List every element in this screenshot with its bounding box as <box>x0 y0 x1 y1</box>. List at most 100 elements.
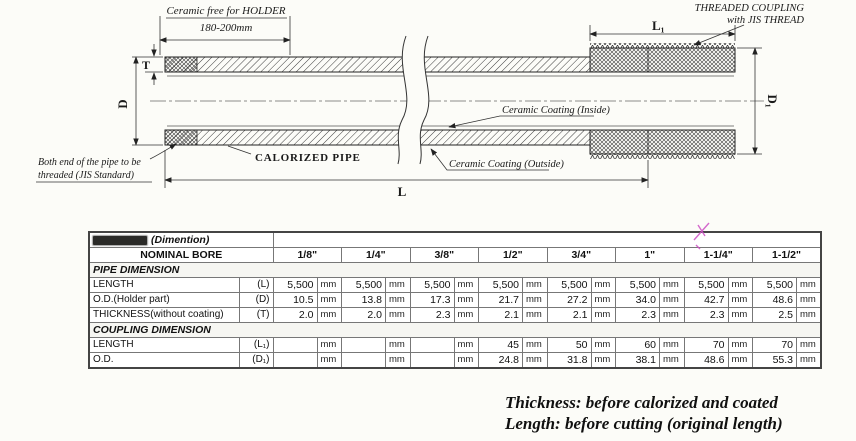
threaded-coupling-label-line2: with JIS THREAD <box>727 15 804 26</box>
cell-unit: mm <box>522 307 548 323</box>
left-thread-top <box>164 56 198 73</box>
cell-unit: mm <box>796 277 822 293</box>
size-header: 1" <box>615 247 685 263</box>
cell-value: 60 <box>615 337 661 353</box>
size-header: 3/8" <box>409 247 480 263</box>
cell-unit: mm <box>727 337 754 353</box>
table-row-od-holder: O.D.(Holder part) (D) 10.5 mm 13.8 mm 17… <box>88 292 822 308</box>
cell-unit: mm <box>796 292 822 308</box>
cell-value <box>409 352 455 369</box>
table-title-row: (Dimention) <box>88 231 822 248</box>
cell-value: 5,500 <box>272 277 318 293</box>
ceramic-free-dimension <box>159 16 291 55</box>
d1-dimension <box>737 47 762 155</box>
cell-value <box>409 337 455 353</box>
row-symbol: (D₁) <box>238 352 274 369</box>
table-title: (Dimention) <box>151 234 210 246</box>
dim-d1-label: D₁ <box>765 94 780 107</box>
cell-value: 70 <box>752 337 798 353</box>
cell-unit: mm <box>659 292 685 308</box>
both-ends-label-line1: Both end of the pipe to be <box>38 157 141 168</box>
pipe-wall-bottom <box>164 129 591 146</box>
cell-value: 48.6 <box>683 352 729 369</box>
row-label: LENGTH <box>88 337 240 353</box>
cell-value: 24.8 <box>478 352 524 369</box>
cell-value: 50 <box>546 337 592 353</box>
l-dimension <box>164 150 649 188</box>
ceramic-outside-leader <box>430 148 549 171</box>
cell-value: 2.1 <box>478 307 524 323</box>
dimension-table: (Dimention) NOMINAL BORE 1/8" 1/4" 3/8" … <box>88 231 823 369</box>
cell-unit: mm <box>385 307 411 323</box>
ceramic-free-label-line2: 180-200mm <box>200 22 253 34</box>
ceramic-inside-label: Ceramic Coating (Inside) <box>502 105 610 116</box>
cell-value <box>272 352 318 369</box>
illegible-text-smudge <box>93 235 147 245</box>
row-symbol: (D) <box>238 292 274 308</box>
cell-value: 5,500 <box>546 277 592 293</box>
row-label: O.D. <box>88 352 240 369</box>
cell-value <box>341 352 387 369</box>
cell-value <box>272 337 318 353</box>
dim-t-label: T <box>142 58 150 72</box>
cell-unit: mm <box>590 277 617 293</box>
cell-value: 5,500 <box>683 277 729 293</box>
both-ends-label-line2: threaded (JIS Standard) <box>38 170 135 181</box>
cell-unit: mm <box>659 352 685 369</box>
table-row-coupling-length: LENGTH (L₁) mm mm mm 45 mm 50 mm 60 mm 7… <box>88 337 822 353</box>
cell-value: 2.3 <box>683 307 729 323</box>
threaded-coupling-leader <box>693 24 745 46</box>
nominal-bore-row: NOMINAL BORE 1/8" 1/4" 3/8" 1/2" 3/4" 1"… <box>88 247 822 263</box>
note-length: Length: before cutting (original length) <box>505 414 783 434</box>
row-symbol: (T) <box>238 307 274 323</box>
cell-unit: mm <box>316 352 343 369</box>
both-ends-leader <box>149 143 177 160</box>
cell-value: 48.6 <box>752 292 798 308</box>
left-thread-bottom <box>164 129 198 146</box>
cell-value: 31.8 <box>546 352 592 369</box>
cell-value: 21.7 <box>478 292 524 308</box>
cell-value: 2.5 <box>752 307 798 323</box>
cell-value: 5,500 <box>615 277 661 293</box>
ceramic-inside-leader <box>448 115 594 129</box>
row-label: LENGTH <box>88 277 240 293</box>
cell-unit: mm <box>522 292 548 308</box>
cell-value: 2.3 <box>615 307 661 323</box>
cell-value <box>341 337 387 353</box>
note-thickness: Thickness: before calorized and coated <box>505 393 778 412</box>
cell-value: 5,500 <box>478 277 524 293</box>
cell-unit: mm <box>590 307 617 323</box>
section-row-pipe: PIPE DIMENSION <box>88 262 822 278</box>
cell-value: 5,500 <box>409 277 455 293</box>
cell-unit: mm <box>796 352 822 369</box>
size-header: 1-1/2" <box>752 247 822 263</box>
pipe-break-symbol <box>397 35 430 165</box>
cell-unit: mm <box>316 292 343 308</box>
cell-unit: mm <box>522 337 548 353</box>
cell-unit: mm <box>796 307 822 323</box>
cell-unit: mm <box>453 277 480 293</box>
cell-value: 10.5 <box>272 292 318 308</box>
cell-unit: mm <box>590 292 617 308</box>
pink-scribble-mark <box>693 222 710 250</box>
cell-value: 2.3 <box>409 307 455 323</box>
size-header: 1/4" <box>341 247 411 263</box>
cell-unit: mm <box>522 352 548 369</box>
cell-value: 34.0 <box>615 292 661 308</box>
cell-value: 45 <box>478 337 524 353</box>
threaded-coupling-label-line1: THREADED COUPLING <box>695 3 805 14</box>
nominal-bore-label: NOMINAL BORE <box>88 247 274 263</box>
cell-unit: mm <box>727 277 754 293</box>
ceramic-free-label-line1: Ceramic free for HOLDER <box>166 5 285 17</box>
threaded-coupling <box>589 43 736 159</box>
size-header: 1/2" <box>478 247 548 263</box>
cell-value: 5,500 <box>341 277 387 293</box>
cell-unit: mm <box>796 337 822 353</box>
table-row-thickness: THICKNESS(without coating) (T) 2.0 mm 2.… <box>88 307 822 323</box>
dim-l-label: L <box>398 184 407 199</box>
section-label-coupling: COUPLING DIMENSION <box>88 322 822 338</box>
cell-value: 2.1 <box>546 307 592 323</box>
cell-unit: mm <box>385 337 411 353</box>
section-label-pipe: PIPE DIMENSION <box>88 262 822 278</box>
cell-value: 17.3 <box>409 292 455 308</box>
